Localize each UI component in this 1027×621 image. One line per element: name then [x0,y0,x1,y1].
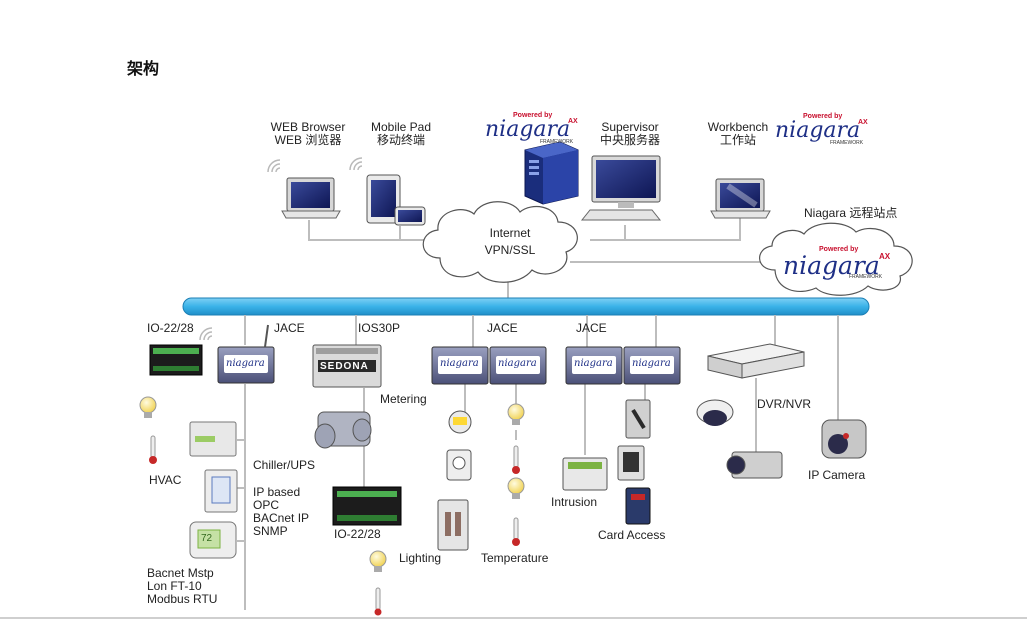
card-reader-icon [625,399,651,439]
page-bottom-divider [0,617,1027,619]
jace-label-1: JACE [274,321,305,335]
laptop-icon [710,178,771,219]
ios30p-label: IOS30P [358,321,401,335]
ip-based-label: IP based OPC BACnet IP SNMP [253,485,310,538]
light-bulb-icon [507,477,525,499]
internet-label: Internet VPN/SSL [470,227,550,257]
card-reader-icon [625,487,651,525]
intrusion-label: Intrusion [551,495,598,509]
logo-name: niagara [783,251,880,280]
meter-icon [446,449,472,481]
niagara-logo: Powered by niagara AX FRAMEWORK [775,113,871,146]
thermometer-icon [512,517,520,546]
niagara-logo: Powered by niagara AX FRAMEWORK [485,112,581,145]
wifi-icon [199,327,213,341]
jace-controller-icon [431,346,547,385]
temperature-label: Temperature [481,551,549,565]
logo-sup: AX [858,119,868,126]
thermometer-icon [512,445,520,474]
jace-controller-icon [217,324,275,384]
io-label-top: IO-22/28 [147,321,194,335]
logo-powered-by: Powered by [803,113,843,120]
chiller-ups-label: Chiller/UPS [253,458,316,472]
dvr-recorder-icon [707,343,805,379]
remote-site-cloud [759,222,913,296]
laptop-icon [281,177,341,219]
ip-camera-label: IP Camera [808,468,866,482]
card-access-label: Card Access [598,528,666,542]
thermostat-value: 72 [201,533,213,544]
light-sensor-icon [448,410,472,434]
internet-cloud [422,201,578,283]
tablet-icon [366,174,426,226]
thermometer-icon [374,587,382,616]
jace-logo: niagara [632,358,671,369]
dvr-nvr-label: DVR/NVR [757,397,812,411]
keypad-icon [562,457,608,491]
logo-framework: FRAMEWORK [830,140,864,146]
logo-name: niagara [775,118,861,143]
logo-framework: FRAMEWORK [540,139,574,145]
jace-controller-icon [565,346,681,385]
jace-logo: niagara [440,358,479,369]
io-module-icon [149,344,203,376]
light-bulb-icon [507,403,525,425]
niagara-logo: Powered by niagara AX FRAMEWORK [783,246,895,280]
logo-powered-by: Powered by [819,246,859,253]
dome-camera-icon [696,399,734,426]
light-switch-icon [437,499,469,551]
network-bus [182,297,870,316]
internet-line1: Internet [489,226,531,240]
card-reader-icon [617,445,645,481]
wifi-icon [349,157,363,171]
bus-drop-lines [237,315,839,610]
logo-sup: AX [568,118,578,125]
light-bulb-icon [139,396,157,418]
sedona-controller-icon [312,344,382,388]
top-connection-lines [308,216,790,300]
jace-label-3: JACE [576,321,607,335]
chiller-machine-icon [314,411,372,449]
thermometer-icon [149,435,157,464]
hvac-label: HVAC [149,473,182,487]
ip-device-icon [204,469,238,513]
wifi-icon [267,159,281,173]
logo-sup: AX [879,252,891,261]
page-title: 架构 [127,61,160,78]
sedona-label: SEDONA [320,361,369,372]
box-camera-icon [726,451,783,479]
jace-logo: niagara [498,358,537,369]
jace-logo: niagara [226,358,265,369]
jace-label-2: JACE [487,321,518,335]
chiller-ups-panel-icon [189,421,237,457]
desktop-computer-icon [580,155,662,221]
light-bulb-icon [369,550,387,572]
server-icon [524,141,579,205]
protocols-label: Bacnet Mstp Lon FT-10 Modbus RTU [147,566,218,606]
thermostat-icon [189,521,237,559]
metering-label: Metering [380,392,427,406]
logo-name: niagara [485,117,571,142]
io-module-icon [332,486,402,526]
internet-line2: VPN/SSL [484,243,536,257]
logo-powered-by: Powered by [513,112,553,119]
ip-camera-icon [821,419,867,459]
io-label-bottom: IO-22/28 [334,527,381,541]
jace-logo: niagara [574,358,613,369]
remote-station-label: Niagara 远程站点 [804,206,898,220]
lighting-label: Lighting [399,551,442,565]
logo-framework: FRAMEWORK [849,274,883,280]
